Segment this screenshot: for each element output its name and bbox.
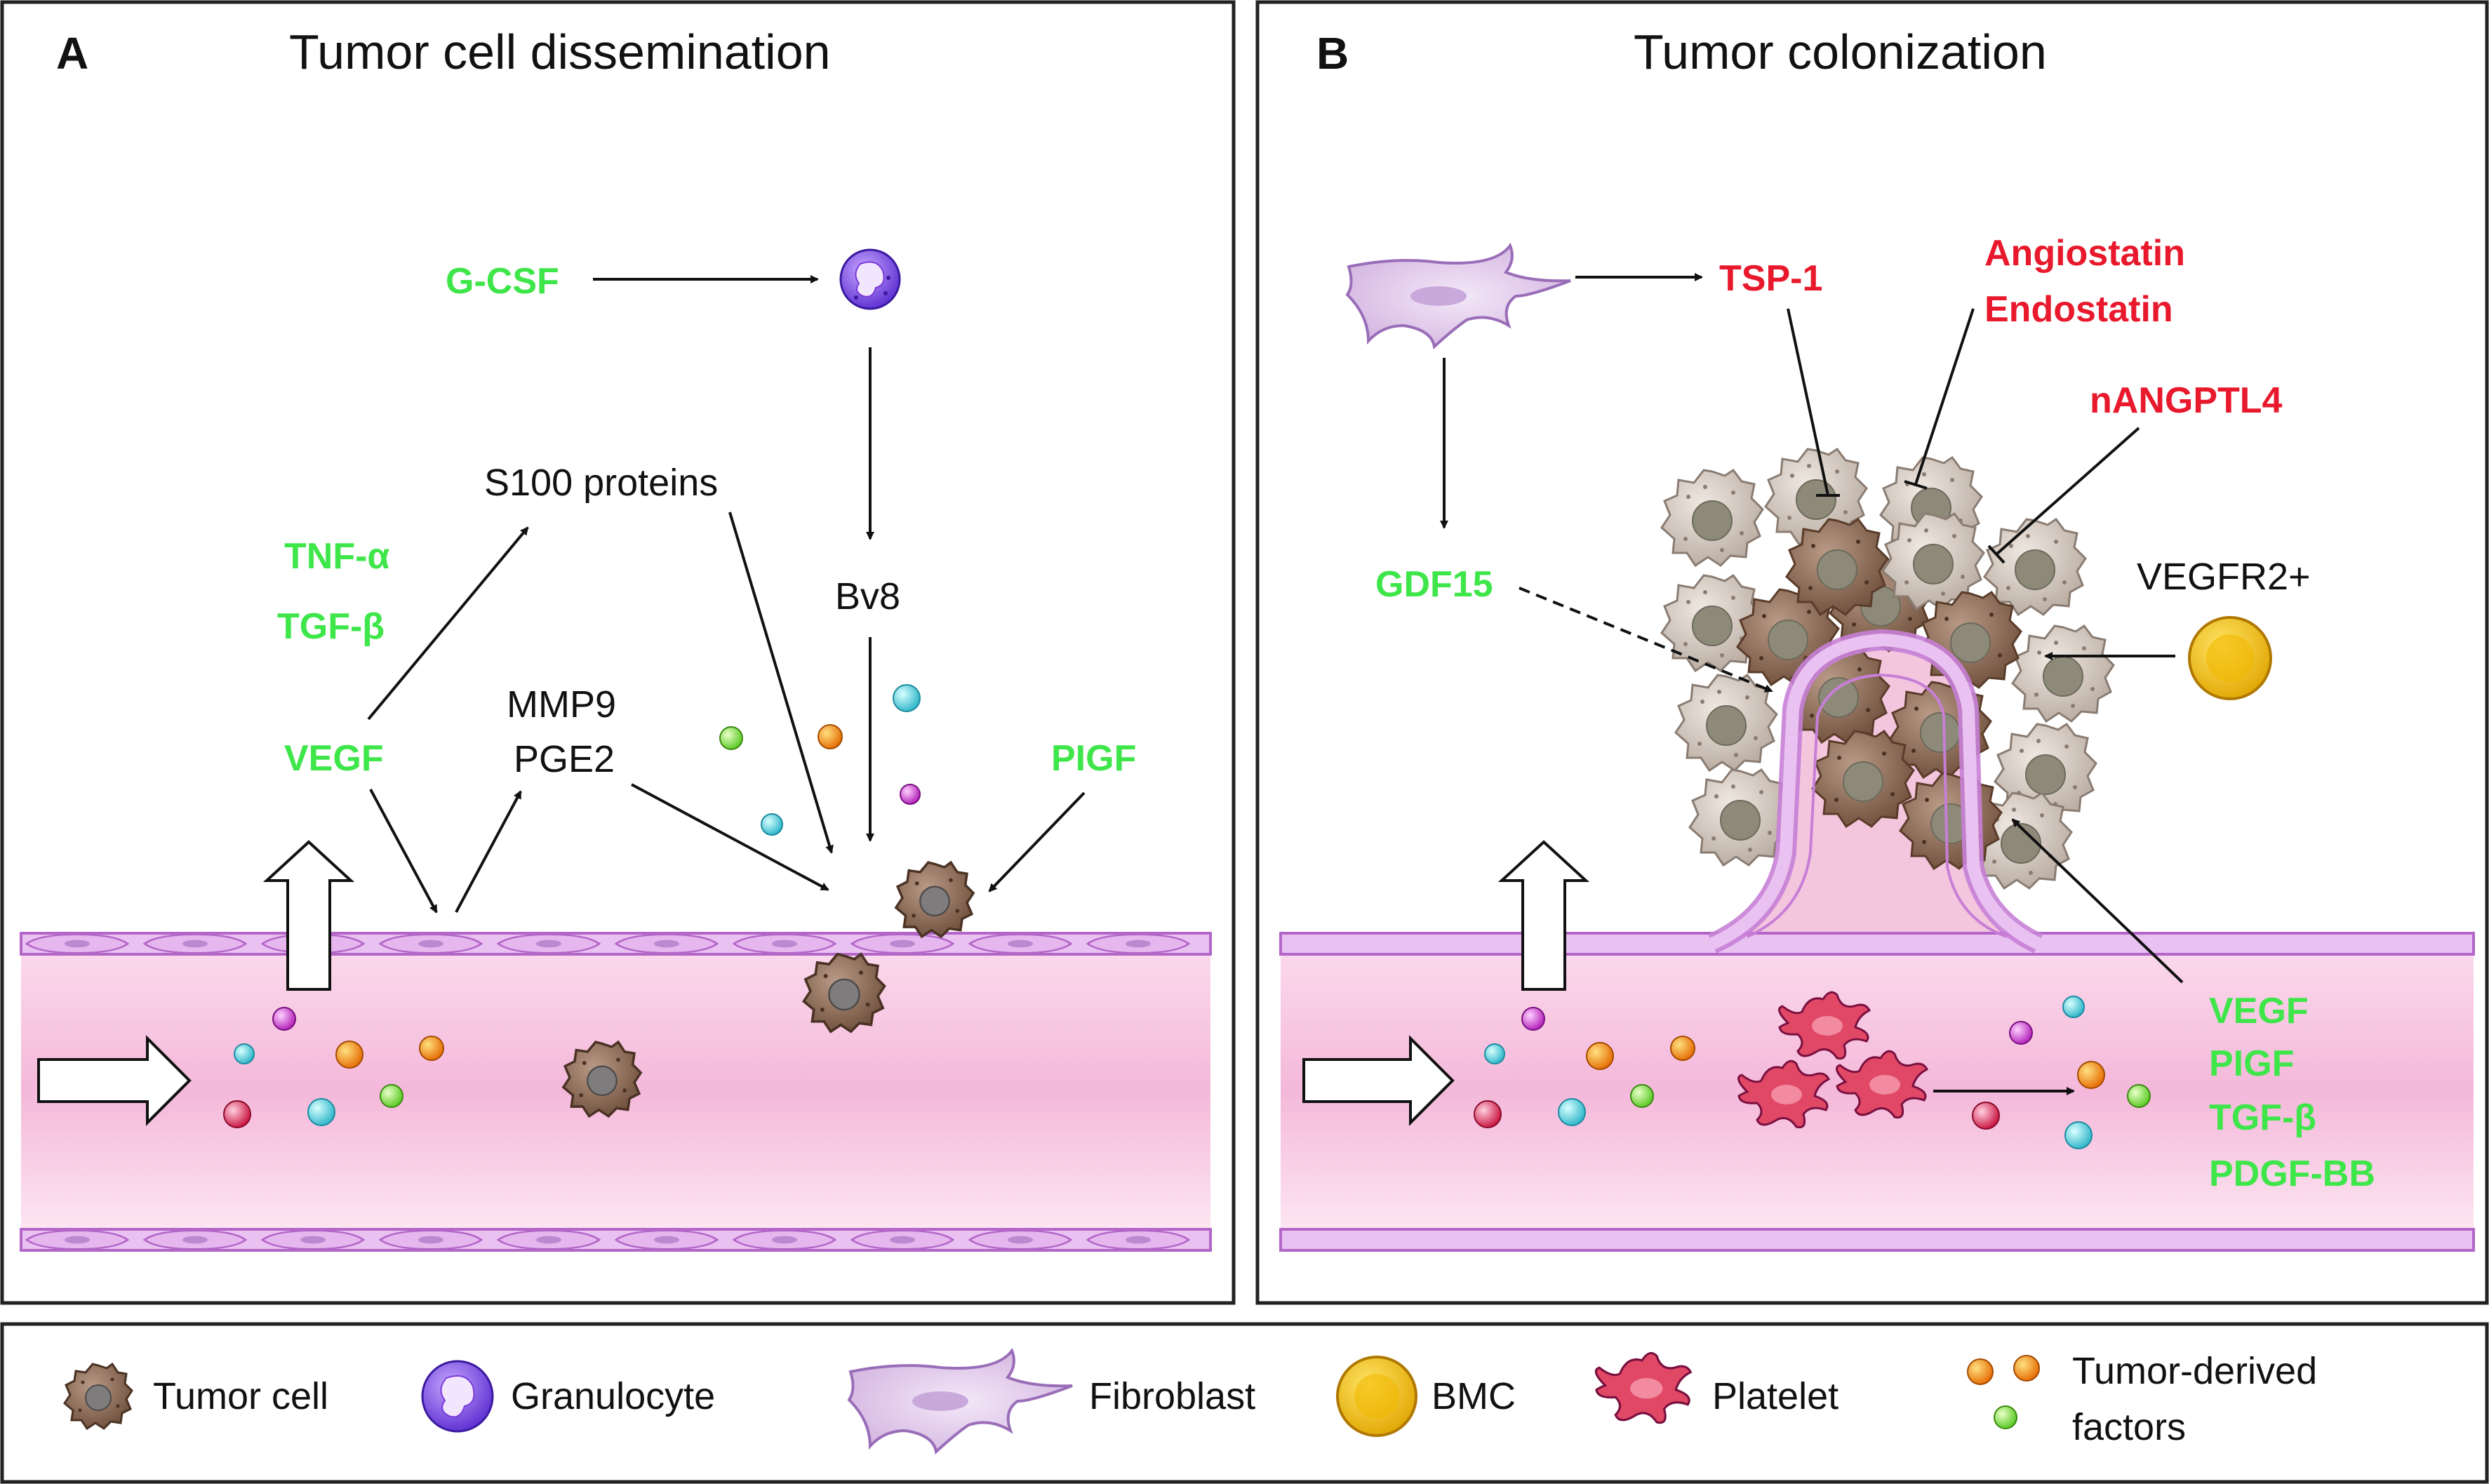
- label-vegf-a: VEGF: [284, 738, 384, 779]
- label-vegf-b: VEGF: [2209, 991, 2309, 1031]
- panel-a-letter: A: [56, 28, 88, 79]
- legend-granulocyte-icon: [421, 1360, 494, 1433]
- legend-factors-icon: [1967, 1355, 2040, 1429]
- legend-factors-label-line2: factors: [2072, 1406, 2186, 1448]
- label-gdf15: GDF15: [1375, 564, 1493, 605]
- endothelial-cell: [733, 1229, 836, 1250]
- tumor-derived-factors-a: [223, 684, 921, 1128]
- endothelial-cell: [379, 933, 483, 954]
- label-tgf-beta-a: TGF-β: [277, 606, 385, 647]
- endothelial-cell: [497, 933, 601, 954]
- endothelial-cell: [25, 1229, 129, 1250]
- legend-frame: [0, 1322, 2489, 1484]
- legend-granulocyte-label: Granulocyte: [511, 1375, 715, 1417]
- endothelial-cell: [143, 933, 247, 954]
- endothelial-cell: [733, 933, 836, 954]
- label-pge2: PGE2: [514, 738, 615, 780]
- endothelial-cell: [1086, 1229, 1190, 1250]
- blood-flow-arrow-b: [1302, 1035, 1455, 1126]
- legend-factors-label-line1: Tumor-derived: [2072, 1350, 2317, 1392]
- inhibition-lines: [1787, 308, 2140, 564]
- label-mmp9: MMP9: [507, 683, 616, 726]
- angiogenic-sprout-inner: [1709, 633, 2041, 950]
- tumor-cell: [562, 1041, 642, 1118]
- label-gcsf: G-CSF: [446, 261, 559, 302]
- tumor-derived-factors-b: [1474, 996, 2151, 1149]
- legend-bmc-label: BMC: [1432, 1375, 1516, 1417]
- legend-bmc-icon: [1336, 1356, 1417, 1437]
- label-pigf-b: PIGF: [2209, 1043, 2294, 1084]
- label-pdgf-bb: PDGF-BB: [2209, 1154, 2375, 1194]
- endothelial-cell: [615, 1229, 719, 1250]
- label-tsp1: TSP-1: [1719, 258, 1822, 299]
- endothelial-cell: [261, 1229, 365, 1250]
- extravasation-arrow-b: [1497, 840, 1590, 991]
- blood-flow-arrow-a: [37, 1035, 192, 1126]
- panel-b-frame: [1255, 0, 2489, 1305]
- legend-platelet-icon: [1594, 1351, 1692, 1424]
- arrows-a: [367, 275, 1086, 914]
- endothelial-cell: [1086, 933, 1190, 954]
- label-nangptl4: nANGPTL4: [2090, 380, 2283, 421]
- label-endostatin: Endostatin: [1984, 289, 2173, 330]
- endothelial-cell: [497, 1229, 601, 1250]
- label-tgf-beta-b: TGF-β: [2209, 1097, 2316, 1138]
- label-angiostatin: Angiostatin: [1984, 233, 2185, 274]
- fibroblast: [1345, 242, 1571, 349]
- legend-fibroblast-icon: [847, 1347, 1073, 1455]
- tumor-cell: [895, 861, 975, 938]
- endothelial-cell: [379, 1229, 483, 1250]
- legend-tumor-cell-icon: [63, 1363, 133, 1430]
- label-tnf-alpha: TNF-α: [284, 536, 389, 577]
- legend-fibroblast-label: Fibroblast: [1089, 1375, 1255, 1417]
- legend-tumor-cell-label: Tumor cell: [153, 1375, 328, 1417]
- endothelial-cell: [968, 933, 1072, 954]
- tumor-cell: [802, 953, 886, 1033]
- legend-platelet-label: Platelet: [1712, 1375, 1839, 1417]
- endothelial-cell: [25, 933, 129, 954]
- endothelial-cell: [968, 1229, 1072, 1250]
- panel-a-frame: [0, 0, 1236, 1305]
- arrows-b: [1440, 273, 2184, 1095]
- label-bv8: Bv8: [835, 575, 900, 617]
- bmc: [2188, 616, 2272, 700]
- endothelial-cell: [615, 933, 719, 954]
- endothelial-cell: [143, 1229, 247, 1250]
- label-pigf-a: PIGF: [1051, 738, 1136, 779]
- endothelial-cell: [850, 1229, 954, 1250]
- panel-b-letter: B: [1316, 28, 1349, 79]
- panel-a-title: Tumor cell dissemination: [289, 25, 831, 79]
- label-s100-proteins: S100 proteins: [484, 462, 718, 504]
- label-vegfr2: VEGFR2+: [2137, 556, 2311, 598]
- endothelial-cell: [850, 933, 954, 954]
- legend: Tumor cell Granulocyte Fibroblast BMC Pl…: [63, 1347, 2317, 1455]
- extravasation-arrow-a: [262, 840, 355, 991]
- granulocyte: [839, 248, 901, 310]
- panel-b-title: Tumor colonization: [1634, 25, 2047, 79]
